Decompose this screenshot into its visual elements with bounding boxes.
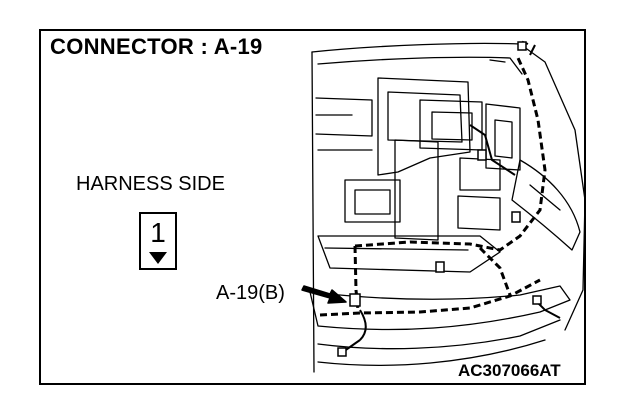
engine-block — [377, 77, 471, 176]
connector-title: CONNECTOR : A-19 — [50, 34, 263, 59]
figure-code: AC307066AT — [458, 361, 561, 380]
front-bumper — [309, 285, 571, 331]
wiring-harness-upper — [354, 57, 547, 252]
harness-side-label: HARNESS SIDE — [76, 173, 225, 195]
battery-box — [419, 99, 483, 151]
headlight — [511, 159, 581, 251]
pin-lock-triangle-icon — [149, 252, 167, 264]
callout-arrow — [301, 285, 347, 304]
connector-callout-label: A-19(B) — [216, 282, 285, 304]
pin-number: 1 — [150, 217, 166, 248]
wiring-harness-main — [319, 278, 541, 317]
hood-outline — [311, 42, 586, 331]
connector-a19b — [349, 293, 361, 307]
connector-pin-diagram: 1 — [139, 212, 177, 270]
front-crossmember — [317, 235, 501, 273]
